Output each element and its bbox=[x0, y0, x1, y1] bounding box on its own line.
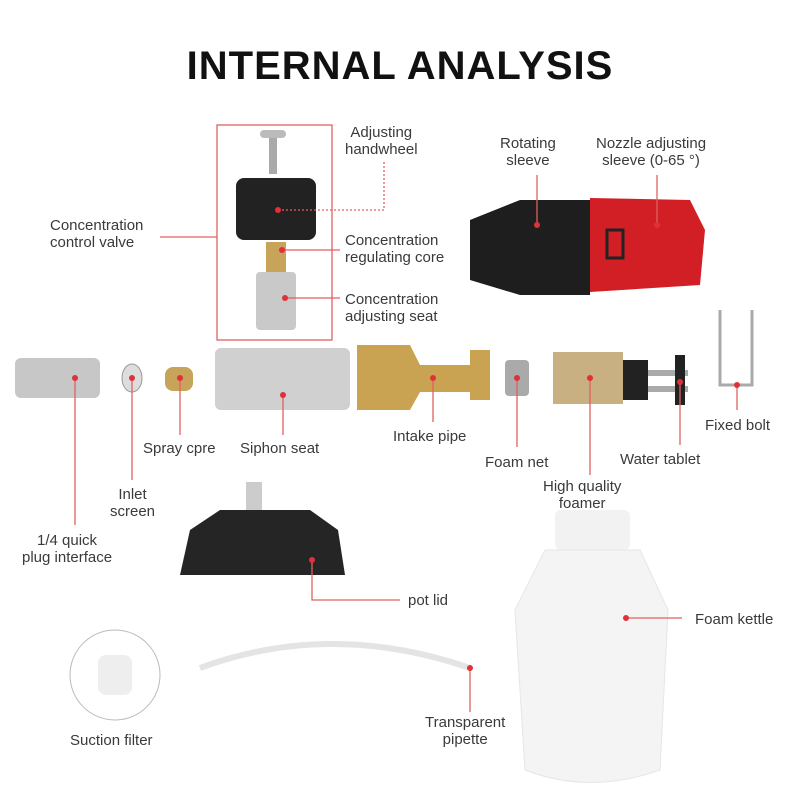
label-foam-kettle: Foam kettle bbox=[695, 611, 774, 628]
fixed-bolt-part bbox=[718, 310, 754, 387]
marker-dots bbox=[72, 207, 740, 671]
label-fixed-bolt: Fixed bolt bbox=[705, 417, 771, 434]
label-intake-pipe: Intake pipe bbox=[393, 428, 467, 445]
adjusting-seat-part bbox=[256, 272, 296, 330]
foam-kettle-part bbox=[514, 510, 669, 783]
label-foam-net: Foam net bbox=[485, 454, 549, 471]
intake-pipe-part bbox=[357, 345, 490, 410]
label-pot-lid: pot lid bbox=[408, 592, 449, 609]
label-suction-filter: Suction filter bbox=[70, 732, 153, 749]
rotating-sleeve-part bbox=[470, 200, 590, 295]
pipette-part bbox=[198, 641, 471, 671]
leader-lines bbox=[74, 124, 738, 712]
label-spray-core: Spray cpre bbox=[143, 440, 216, 457]
label-siphon-seat: Siphon seat bbox=[240, 440, 320, 457]
pot-lid-part bbox=[180, 482, 345, 575]
screw-part bbox=[260, 130, 286, 174]
quick-plug-part bbox=[15, 358, 100, 398]
page-title: INTERNAL ANALYSIS bbox=[186, 44, 614, 88]
nozzle-sleeve-part bbox=[590, 198, 705, 292]
siphon-seat-part bbox=[215, 348, 350, 410]
label-water-tablet: Water tablet bbox=[620, 451, 701, 468]
regulating-core-part bbox=[266, 242, 286, 272]
